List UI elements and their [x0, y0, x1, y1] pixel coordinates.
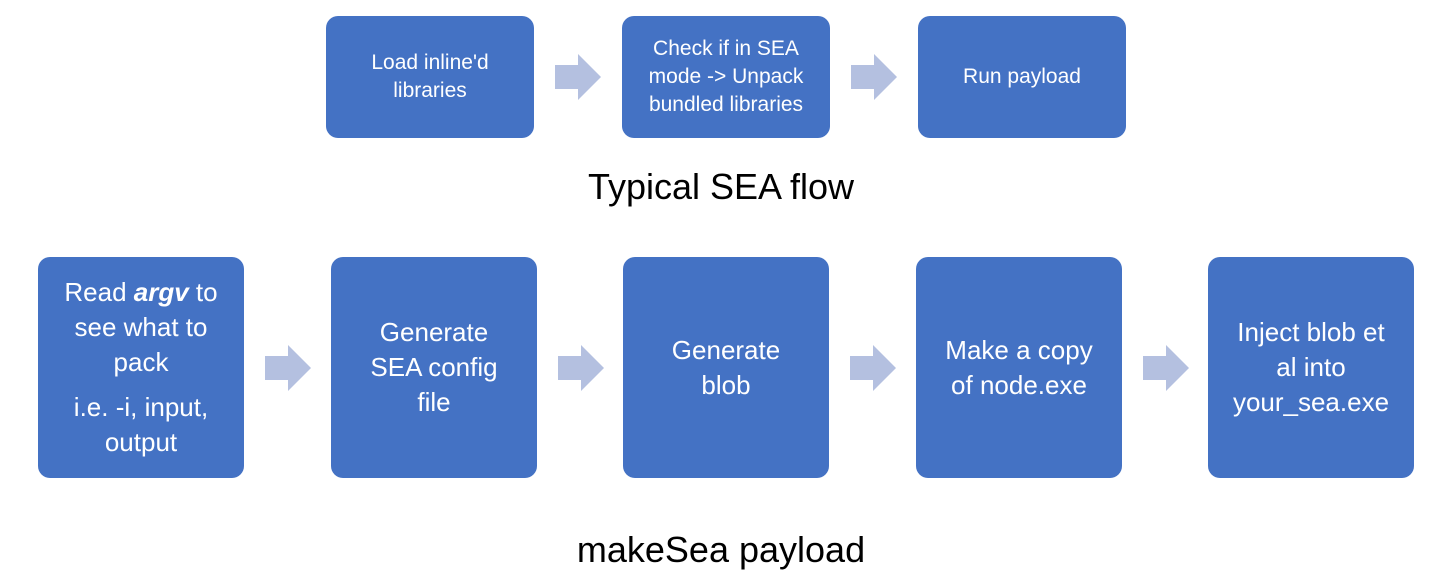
step-text: libraries [393, 79, 467, 102]
step-text: SEA config [370, 352, 498, 382]
step-note: i.e. -i, input, [73, 392, 209, 422]
step-text: Make a copy [945, 334, 1093, 365]
step-text: al into [1276, 352, 1346, 382]
makesea-step-copy-node: Make a copy of node.exe [916, 257, 1122, 478]
step-text: Check if in SEA [653, 37, 799, 60]
step-text: Inject blob et [1237, 317, 1385, 347]
step-text: Read argv to [64, 275, 217, 310]
step-text: Run payload [963, 65, 1081, 88]
step-text-suffix: to [188, 277, 218, 307]
right-arrow-icon [558, 345, 604, 391]
step-text: of node.exe [951, 369, 1087, 400]
step-text: mode -> Unpack [648, 65, 804, 88]
step-text: file [417, 387, 451, 417]
typical-step-check-sea-mode: Check if in SEA mode -> Unpack bundled l… [622, 16, 830, 138]
step-text-prefix: Read [64, 277, 134, 307]
makesea-step-generate-config: Generate SEA config file [331, 257, 537, 478]
typical-step-load-libraries: Load inline'd libraries [326, 16, 534, 138]
step-note: output [104, 427, 178, 457]
argv-emphasis: argv [133, 277, 189, 307]
makesea-step-read-argv: Read argv to see what to pack i.e. -i, i… [38, 257, 244, 478]
step-text: Load inline'd [371, 51, 489, 74]
makesea-step-generate-blob: Generate blob [623, 257, 829, 478]
step-text: see what to [74, 312, 208, 342]
step-text: blob [701, 369, 751, 400]
step-text: Generate [379, 317, 489, 347]
typical-step-run-payload: Run payload [918, 16, 1126, 138]
makesea-flow-caption: makeSea payload [576, 529, 866, 570]
step-text: Generate [671, 334, 781, 365]
step-text: pack [113, 347, 169, 377]
right-arrow-icon [265, 345, 311, 391]
makesea-step-inject-blob: Inject blob et al into your_sea.exe [1208, 257, 1414, 478]
right-arrow-icon [851, 54, 897, 100]
right-arrow-icon [850, 345, 896, 391]
step-text: your_sea.exe [1232, 387, 1390, 417]
right-arrow-icon [555, 54, 601, 100]
typical-flow-caption: Typical SEA flow [587, 166, 855, 207]
right-arrow-icon [1143, 345, 1189, 391]
step-text: bundled libraries [648, 93, 804, 116]
